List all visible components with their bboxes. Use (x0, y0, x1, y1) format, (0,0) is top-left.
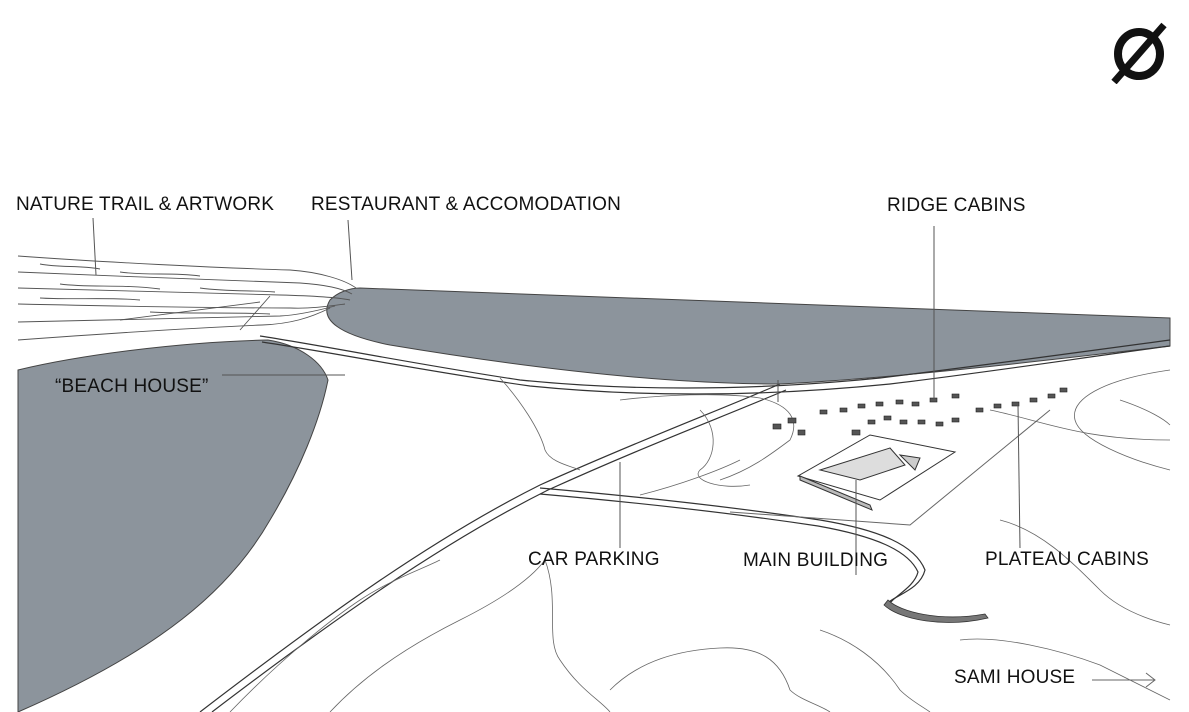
label-restaurant: RESTAURANT & ACCOMODATION (311, 194, 622, 215)
cabin (875, 401, 884, 407)
cabin (917, 419, 926, 425)
slashed-zero-logo-icon (1111, 22, 1167, 84)
label-main-building: MAIN BUILDING (743, 550, 889, 571)
cabin (951, 417, 960, 423)
cabins-cluster (772, 387, 1068, 436)
highway (199, 383, 926, 712)
terrain-contours (229, 369, 1171, 712)
cabin (899, 419, 908, 425)
main-road (259, 335, 1171, 395)
label-beach-house: “BEACH HOUSE” (55, 376, 209, 397)
label-ridge-cabins: RIDGE CABINS (887, 195, 1026, 216)
lake-right-water (326, 287, 1171, 385)
access-ramp (883, 599, 989, 623)
label-plateau-cabins: PLATEAU CABINS (985, 549, 1149, 570)
cabin (975, 407, 984, 413)
right-arrow-icon[interactable] (1092, 670, 1158, 690)
cabin (935, 421, 944, 427)
cabin (857, 403, 866, 409)
lake-left-water (17, 339, 329, 712)
cabin (895, 399, 904, 405)
cabin (851, 429, 861, 436)
label-sami-house: SAMI HOUSE (950, 667, 1080, 689)
cabin (1059, 387, 1068, 393)
main-building (729, 409, 1051, 526)
cabin (1011, 401, 1020, 407)
cabin (787, 417, 797, 424)
label-nature-trail: NATURE TRAIL & ARTWORK (16, 194, 275, 215)
cabin (993, 403, 1002, 409)
cabin (797, 429, 806, 436)
cabin (819, 409, 828, 415)
cabin (867, 419, 876, 425)
label-car-parking: CAR PARKING (528, 549, 660, 570)
cabin (839, 407, 848, 413)
cabin (1047, 393, 1056, 399)
nature-trail-terrain (17, 255, 357, 341)
cabin (883, 415, 892, 421)
cabin (911, 401, 920, 407)
label-leader-lines (92, 217, 1021, 575)
cabin (951, 393, 960, 399)
cabin (772, 423, 782, 430)
cabin (1029, 397, 1038, 403)
